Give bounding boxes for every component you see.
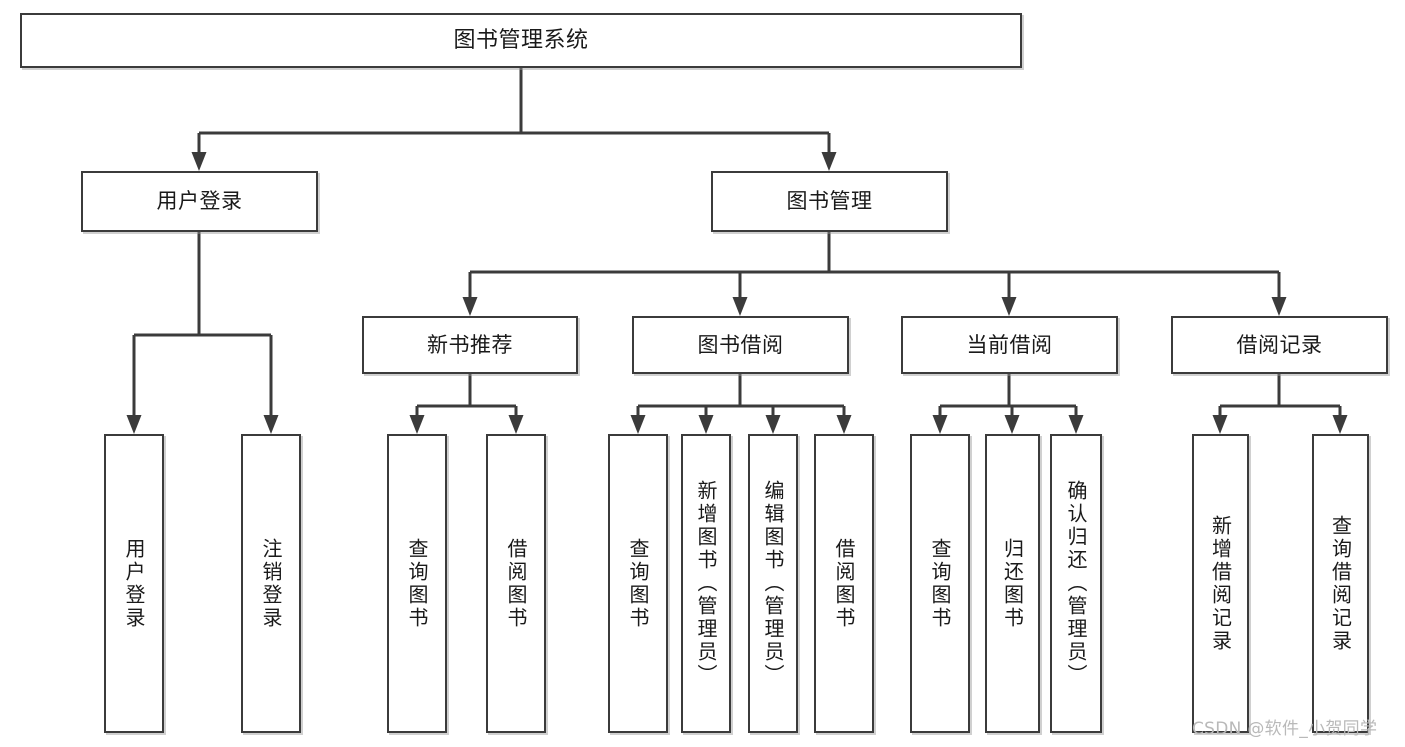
arrowhead-leaf-query-book-borrow bbox=[630, 415, 646, 434]
arrowhead-book-manage bbox=[821, 152, 837, 171]
arrowhead-new-book-recommend bbox=[462, 297, 478, 316]
node-leaf-borrow-book-recommend[interactable]: 借阅图书 bbox=[486, 434, 546, 733]
arrowhead-leaf-borrow-book-recommend bbox=[508, 415, 524, 434]
node-label-new-book-recommend: 新书推荐 bbox=[427, 332, 513, 357]
node-leaf-edit-book-admin[interactable]: 编辑图书（管理员） bbox=[748, 434, 798, 733]
arrowhead-leaf-edit-book-admin bbox=[765, 415, 781, 434]
node-borrow-records[interactable]: 借阅记录 bbox=[1171, 316, 1388, 374]
node-new-book-recommend[interactable]: 新书推荐 bbox=[362, 316, 578, 374]
node-leaf-query-borrow-record[interactable]: 查询借阅记录 bbox=[1312, 434, 1369, 733]
node-label-book-borrow: 图书借阅 bbox=[697, 332, 784, 357]
node-label-leaf-return-book: 归还图书 bbox=[1000, 537, 1025, 630]
node-leaf-return-book[interactable]: 归还图书 bbox=[985, 434, 1040, 733]
node-label-root: 图书管理系统 bbox=[453, 27, 589, 53]
node-label-leaf-add-book-admin: 新增图书（管理员） bbox=[694, 480, 718, 687]
node-label-leaf-query-borrow-record: 查询借阅记录 bbox=[1328, 514, 1353, 653]
node-label-user-login: 用户登录 bbox=[156, 189, 243, 214]
node-leaf-logout[interactable]: 注销登录 bbox=[241, 434, 301, 733]
node-leaf-query-book-borrow[interactable]: 查询图书 bbox=[608, 434, 668, 733]
node-label-leaf-borrow-book: 借阅图书 bbox=[832, 537, 856, 630]
arrowhead-leaf-add-borrow-record bbox=[1212, 415, 1228, 434]
node-label-current-borrow: 当前借阅 bbox=[966, 332, 1053, 357]
node-label-leaf-user-login: 用户登录 bbox=[122, 537, 146, 630]
node-book-borrow[interactable]: 图书借阅 bbox=[632, 316, 849, 374]
node-leaf-borrow-book[interactable]: 借阅图书 bbox=[814, 434, 874, 733]
arrowhead-current-borrow bbox=[1001, 297, 1017, 316]
arrowhead-leaf-user-login bbox=[126, 415, 142, 434]
node-label-leaf-edit-book-admin: 编辑图书（管理员） bbox=[761, 480, 785, 687]
node-label-leaf-logout: 注销登录 bbox=[259, 537, 283, 630]
node-current-borrow[interactable]: 当前借阅 bbox=[901, 316, 1118, 374]
arrowhead-leaf-confirm-return-admin bbox=[1068, 415, 1084, 434]
node-leaf-add-book-admin[interactable]: 新增图书（管理员） bbox=[681, 434, 731, 733]
arrowhead-book-borrow bbox=[732, 297, 748, 316]
arrowhead-leaf-logout bbox=[263, 415, 279, 434]
node-root[interactable]: 图书管理系统 bbox=[20, 13, 1022, 68]
node-label-leaf-confirm-return-admin: 确认归还（管理员） bbox=[1064, 480, 1088, 687]
node-label-leaf-query-book-current: 查询图书 bbox=[928, 537, 952, 630]
node-label-book-manage: 图书管理 bbox=[786, 189, 873, 214]
node-leaf-query-book-recommend[interactable]: 查询图书 bbox=[387, 434, 447, 733]
arrowhead-user-login bbox=[191, 152, 207, 171]
node-label-leaf-query-book-borrow: 查询图书 bbox=[626, 537, 650, 630]
node-user-login[interactable]: 用户登录 bbox=[81, 171, 318, 232]
node-leaf-query-book-current[interactable]: 查询图书 bbox=[910, 434, 970, 733]
node-leaf-user-login[interactable]: 用户登录 bbox=[104, 434, 164, 733]
arrowhead-leaf-query-book-recommend bbox=[409, 415, 425, 434]
arrowhead-leaf-query-borrow-record bbox=[1332, 415, 1348, 434]
arrowhead-leaf-return-book bbox=[1004, 415, 1020, 434]
node-book-manage[interactable]: 图书管理 bbox=[711, 171, 948, 232]
node-label-leaf-add-borrow-record: 新增借阅记录 bbox=[1208, 514, 1233, 653]
node-label-leaf-borrow-book-recommend: 借阅图书 bbox=[504, 537, 528, 630]
arrowhead-leaf-add-book-admin bbox=[698, 415, 714, 434]
arrowhead-leaf-query-book-current bbox=[932, 415, 948, 434]
arrowhead-borrow-records bbox=[1271, 297, 1287, 316]
arrowhead-leaf-borrow-book bbox=[836, 415, 852, 434]
node-label-leaf-query-book-recommend: 查询图书 bbox=[405, 537, 429, 630]
node-label-borrow-records: 借阅记录 bbox=[1236, 332, 1323, 357]
node-leaf-add-borrow-record[interactable]: 新增借阅记录 bbox=[1192, 434, 1249, 733]
node-leaf-confirm-return-admin[interactable]: 确认归还（管理员） bbox=[1050, 434, 1102, 733]
